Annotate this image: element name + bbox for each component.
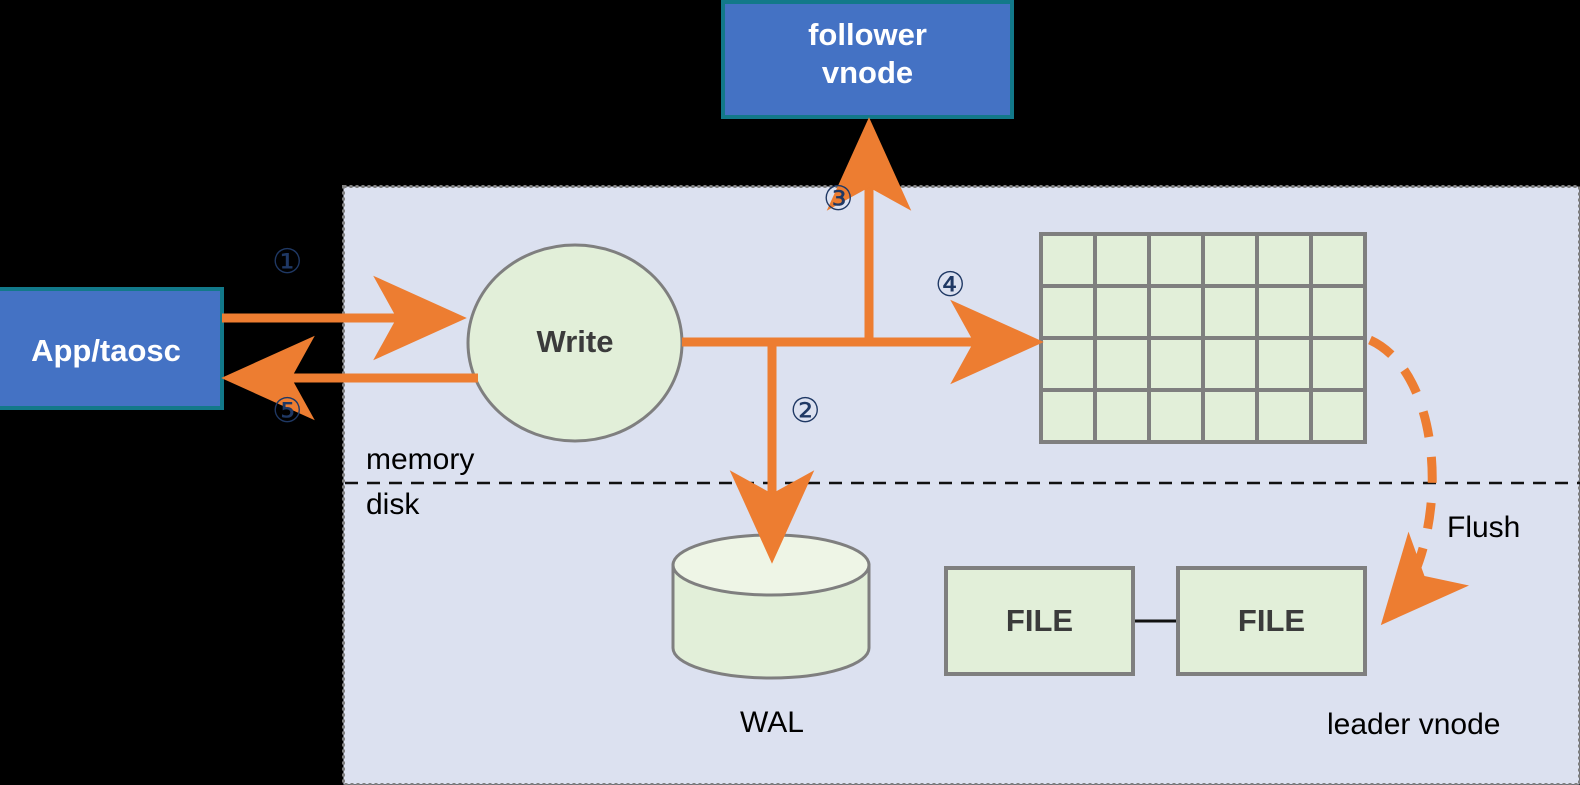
memtable-grid [1039,232,1367,444]
app-taosc-label: App/taosc [31,333,181,368]
file-box-1 [944,566,1135,676]
step-badge-5: ⑤ [272,392,303,430]
file-box-2 [1176,566,1367,676]
follower-vnode-label-line2: vnode [821,54,914,90]
app-taosc-box [0,287,224,410]
step-badge-4: ④ [935,266,966,304]
arrow-flush-dashed [1367,335,1469,626]
write-label: Write [536,324,614,359]
memory-label: memory [366,443,475,476]
follower-vnode-box [721,0,1014,119]
file-box-2-label: FILE [1237,603,1306,638]
wal-label: WAL [740,706,804,739]
follower-vnode-label: follower vnode [723,16,1012,92]
disk-label: disk [366,488,420,521]
step-badge-1: ① [272,243,303,281]
step-badge-3: ③ [823,180,854,218]
file-box-1-label: FILE [1005,603,1074,638]
step-badge-2: ② [790,392,821,430]
leader-vnode-label: leader vnode [1327,708,1501,741]
flush-label: Flush [1447,511,1521,544]
follower-vnode-label-line1: follower [808,17,927,52]
wal-cylinder [671,533,871,680]
